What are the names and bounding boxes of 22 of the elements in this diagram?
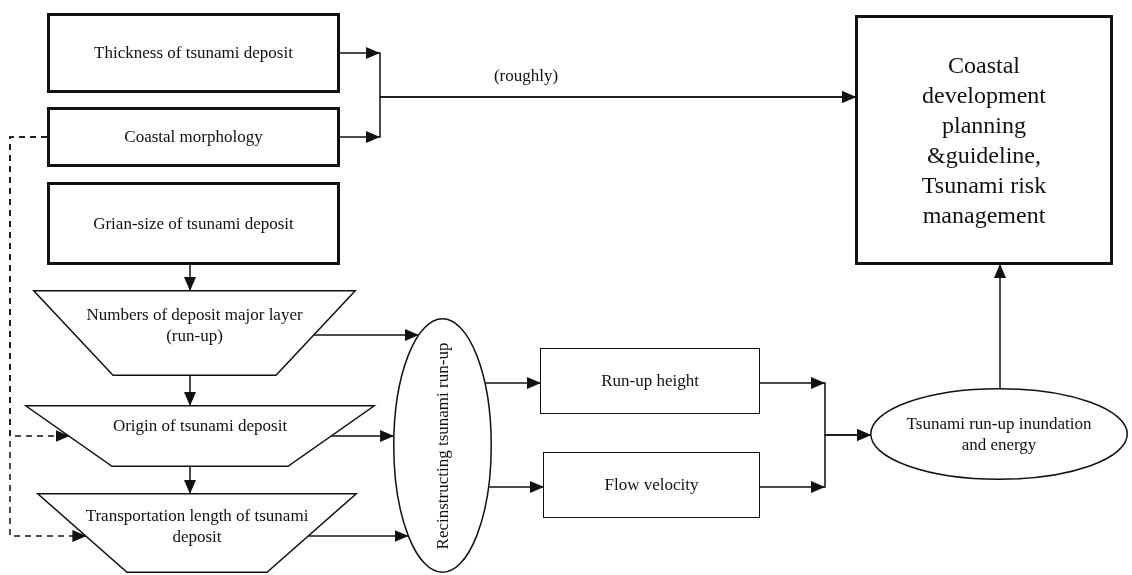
ellipse-shape: [393, 318, 492, 573]
node-label: Numbers of deposit major layer (run-up): [85, 304, 304, 347]
node-label: Coastal morphology: [124, 126, 263, 148]
node-label: Thickness of tsunami deposit: [94, 42, 293, 64]
node-label: Transportation length of tsunami deposit: [84, 505, 310, 548]
process-box: [47, 107, 340, 167]
process-box: [540, 348, 760, 414]
node-label: Grian-size of tsunami deposit: [93, 212, 294, 235]
node-label: Origin of tsunami deposit: [112, 415, 288, 437]
process-box: [855, 15, 1113, 265]
trapezoid-shape: [25, 405, 375, 467]
process-box: [47, 13, 340, 93]
node-label: Run-up height: [601, 370, 699, 392]
node-label: Recinstructing tsunami run-up: [432, 341, 453, 551]
node-label: Tsunami run-up inundation and energy: [905, 412, 1093, 456]
node-label: Flow velocity: [604, 474, 699, 496]
process-box: [543, 452, 760, 518]
node-label: Coastal development planning &guideline, Tsunami risk management: [920, 51, 1048, 230]
trapezoid-shape: [37, 493, 357, 573]
process-box: [47, 182, 340, 265]
trapezoid-shape: [33, 290, 356, 376]
ellipse-shape: [870, 388, 1128, 480]
